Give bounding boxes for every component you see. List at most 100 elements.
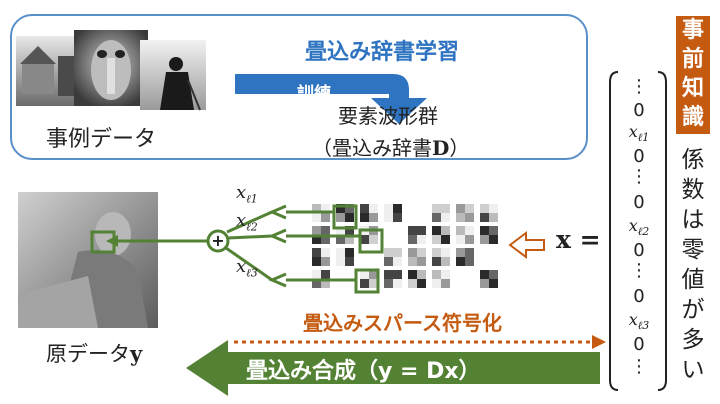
atom-pixel xyxy=(489,204,498,213)
prior-knowledge-tag: 事前知識 xyxy=(676,16,710,134)
atom-pixel xyxy=(465,248,474,257)
atom-pixel xyxy=(465,235,474,244)
atom-pixel xyxy=(489,226,498,235)
original-image xyxy=(18,192,158,328)
atom-pixel xyxy=(417,226,426,235)
atom-pixel xyxy=(369,204,378,213)
atom-pixel xyxy=(417,279,426,288)
atom-pixel xyxy=(321,235,330,244)
element-waveforms-label: 要素波形群 xyxy=(338,104,438,128)
dictionary-learning-title: 畳込み辞書学習 xyxy=(305,40,460,65)
atom-pixel xyxy=(312,213,321,222)
atom-pixel xyxy=(384,213,393,222)
vector-zero: 0 xyxy=(633,192,645,213)
atom-pixel xyxy=(345,213,354,222)
vector-zero: 0 xyxy=(633,146,645,167)
original-symbol: y xyxy=(130,341,143,366)
atom-pixel xyxy=(384,204,393,213)
mandrill-photo xyxy=(74,30,148,106)
atom-pixel xyxy=(480,226,489,235)
atom-pixel xyxy=(384,248,393,257)
sparse-coding-label: 畳込みスパース符号化 xyxy=(303,311,502,335)
atom-pixel xyxy=(432,270,441,279)
atom-pixel xyxy=(465,226,474,235)
atom-pixel xyxy=(432,248,441,257)
atom-pixel xyxy=(480,213,489,222)
vector-zero: 0 xyxy=(633,100,645,121)
atom-pixel xyxy=(408,248,417,257)
atom-pixel xyxy=(465,204,474,213)
atom-pixel xyxy=(312,226,321,235)
atom-pixel xyxy=(321,213,330,222)
atom-pixel xyxy=(384,279,393,288)
atom-pixel xyxy=(336,204,345,213)
atom-pixel xyxy=(417,270,426,279)
x-equals: x = xyxy=(556,225,601,254)
atom-pixel xyxy=(393,248,402,257)
example-data-label: 事例データ xyxy=(46,127,157,152)
atom-pixel xyxy=(369,279,378,288)
x-l3-entry: xℓ3 xyxy=(628,310,650,333)
atom-pixel xyxy=(480,235,489,244)
synthesis-flow: + xyxy=(106,204,360,288)
atom-pixel xyxy=(345,235,354,244)
atom-pixel xyxy=(393,257,402,266)
atom-pixel xyxy=(369,270,378,279)
atom-pixel xyxy=(321,248,330,257)
atom-pixel xyxy=(360,235,369,244)
training-label: 訓練 xyxy=(297,84,331,104)
atom-pixel xyxy=(432,204,441,213)
atom-pixel xyxy=(408,226,417,235)
vector-zero: 0 xyxy=(633,334,645,355)
atom-pixel xyxy=(384,257,393,266)
atom-pixel xyxy=(321,226,330,235)
atom-pixel xyxy=(456,235,465,244)
atom-pixel xyxy=(465,257,474,266)
vector-zero: 0 xyxy=(633,240,645,261)
atom-pixel xyxy=(456,257,465,266)
conv-dictionary-label: （畳込み辞書D） xyxy=(312,136,470,160)
atom-pixel xyxy=(345,257,354,266)
atom-pixel xyxy=(441,270,450,279)
atom-pixel xyxy=(369,213,378,222)
atom-pixel xyxy=(441,279,450,288)
x-l2-entry: xℓ2 xyxy=(628,216,650,239)
atom-pixel xyxy=(432,257,441,266)
atom-pixel xyxy=(336,235,345,244)
atom-highlight-2 xyxy=(358,228,384,254)
example-images xyxy=(16,30,206,111)
atom-pixel xyxy=(312,270,321,279)
vdots-1: ⋮ xyxy=(630,76,648,97)
original-data-label: 原データy xyxy=(46,341,143,366)
atom-pixel xyxy=(393,204,402,213)
atom-pixel xyxy=(336,257,345,266)
atom-pixel xyxy=(480,279,489,288)
vector-zero: 0 xyxy=(633,286,645,307)
atom-pixel xyxy=(456,213,465,222)
atom-pixel xyxy=(312,279,321,288)
atom-highlight-1 xyxy=(332,204,358,230)
atom-pixel xyxy=(480,204,489,213)
atom-pixel xyxy=(489,213,498,222)
sparse-coeff-note: 係数は零値が多い xyxy=(681,147,705,383)
atom-pixel xyxy=(345,248,354,257)
village-photo xyxy=(16,36,80,106)
atom-pixel xyxy=(441,226,450,235)
atom-pixel xyxy=(417,235,426,244)
atom-pixel xyxy=(408,279,417,288)
atom-pixel xyxy=(465,213,474,222)
atom-pixel xyxy=(312,248,321,257)
training-arrow xyxy=(235,74,427,124)
arrow-label-x2: xℓ2 xyxy=(236,210,258,234)
atom-pixel xyxy=(417,257,426,266)
dictionary-symbol: D xyxy=(432,136,450,160)
atom-pixel xyxy=(432,235,441,244)
atom-pixel xyxy=(384,270,393,279)
conv-synthesis-label: 畳込み合成（y = Dx） xyxy=(246,359,481,384)
atom-pixel xyxy=(441,204,450,213)
atom-pixel xyxy=(456,204,465,213)
svg-text:+: + xyxy=(211,231,224,250)
atom-pixel xyxy=(393,279,402,288)
atom-pixel xyxy=(441,257,450,266)
coefficient-vector: ⋮ 0 xℓ1 0 ⋮ 0 xℓ2 0 ⋮ 0 xℓ3 0 ⋮ xyxy=(614,72,664,394)
